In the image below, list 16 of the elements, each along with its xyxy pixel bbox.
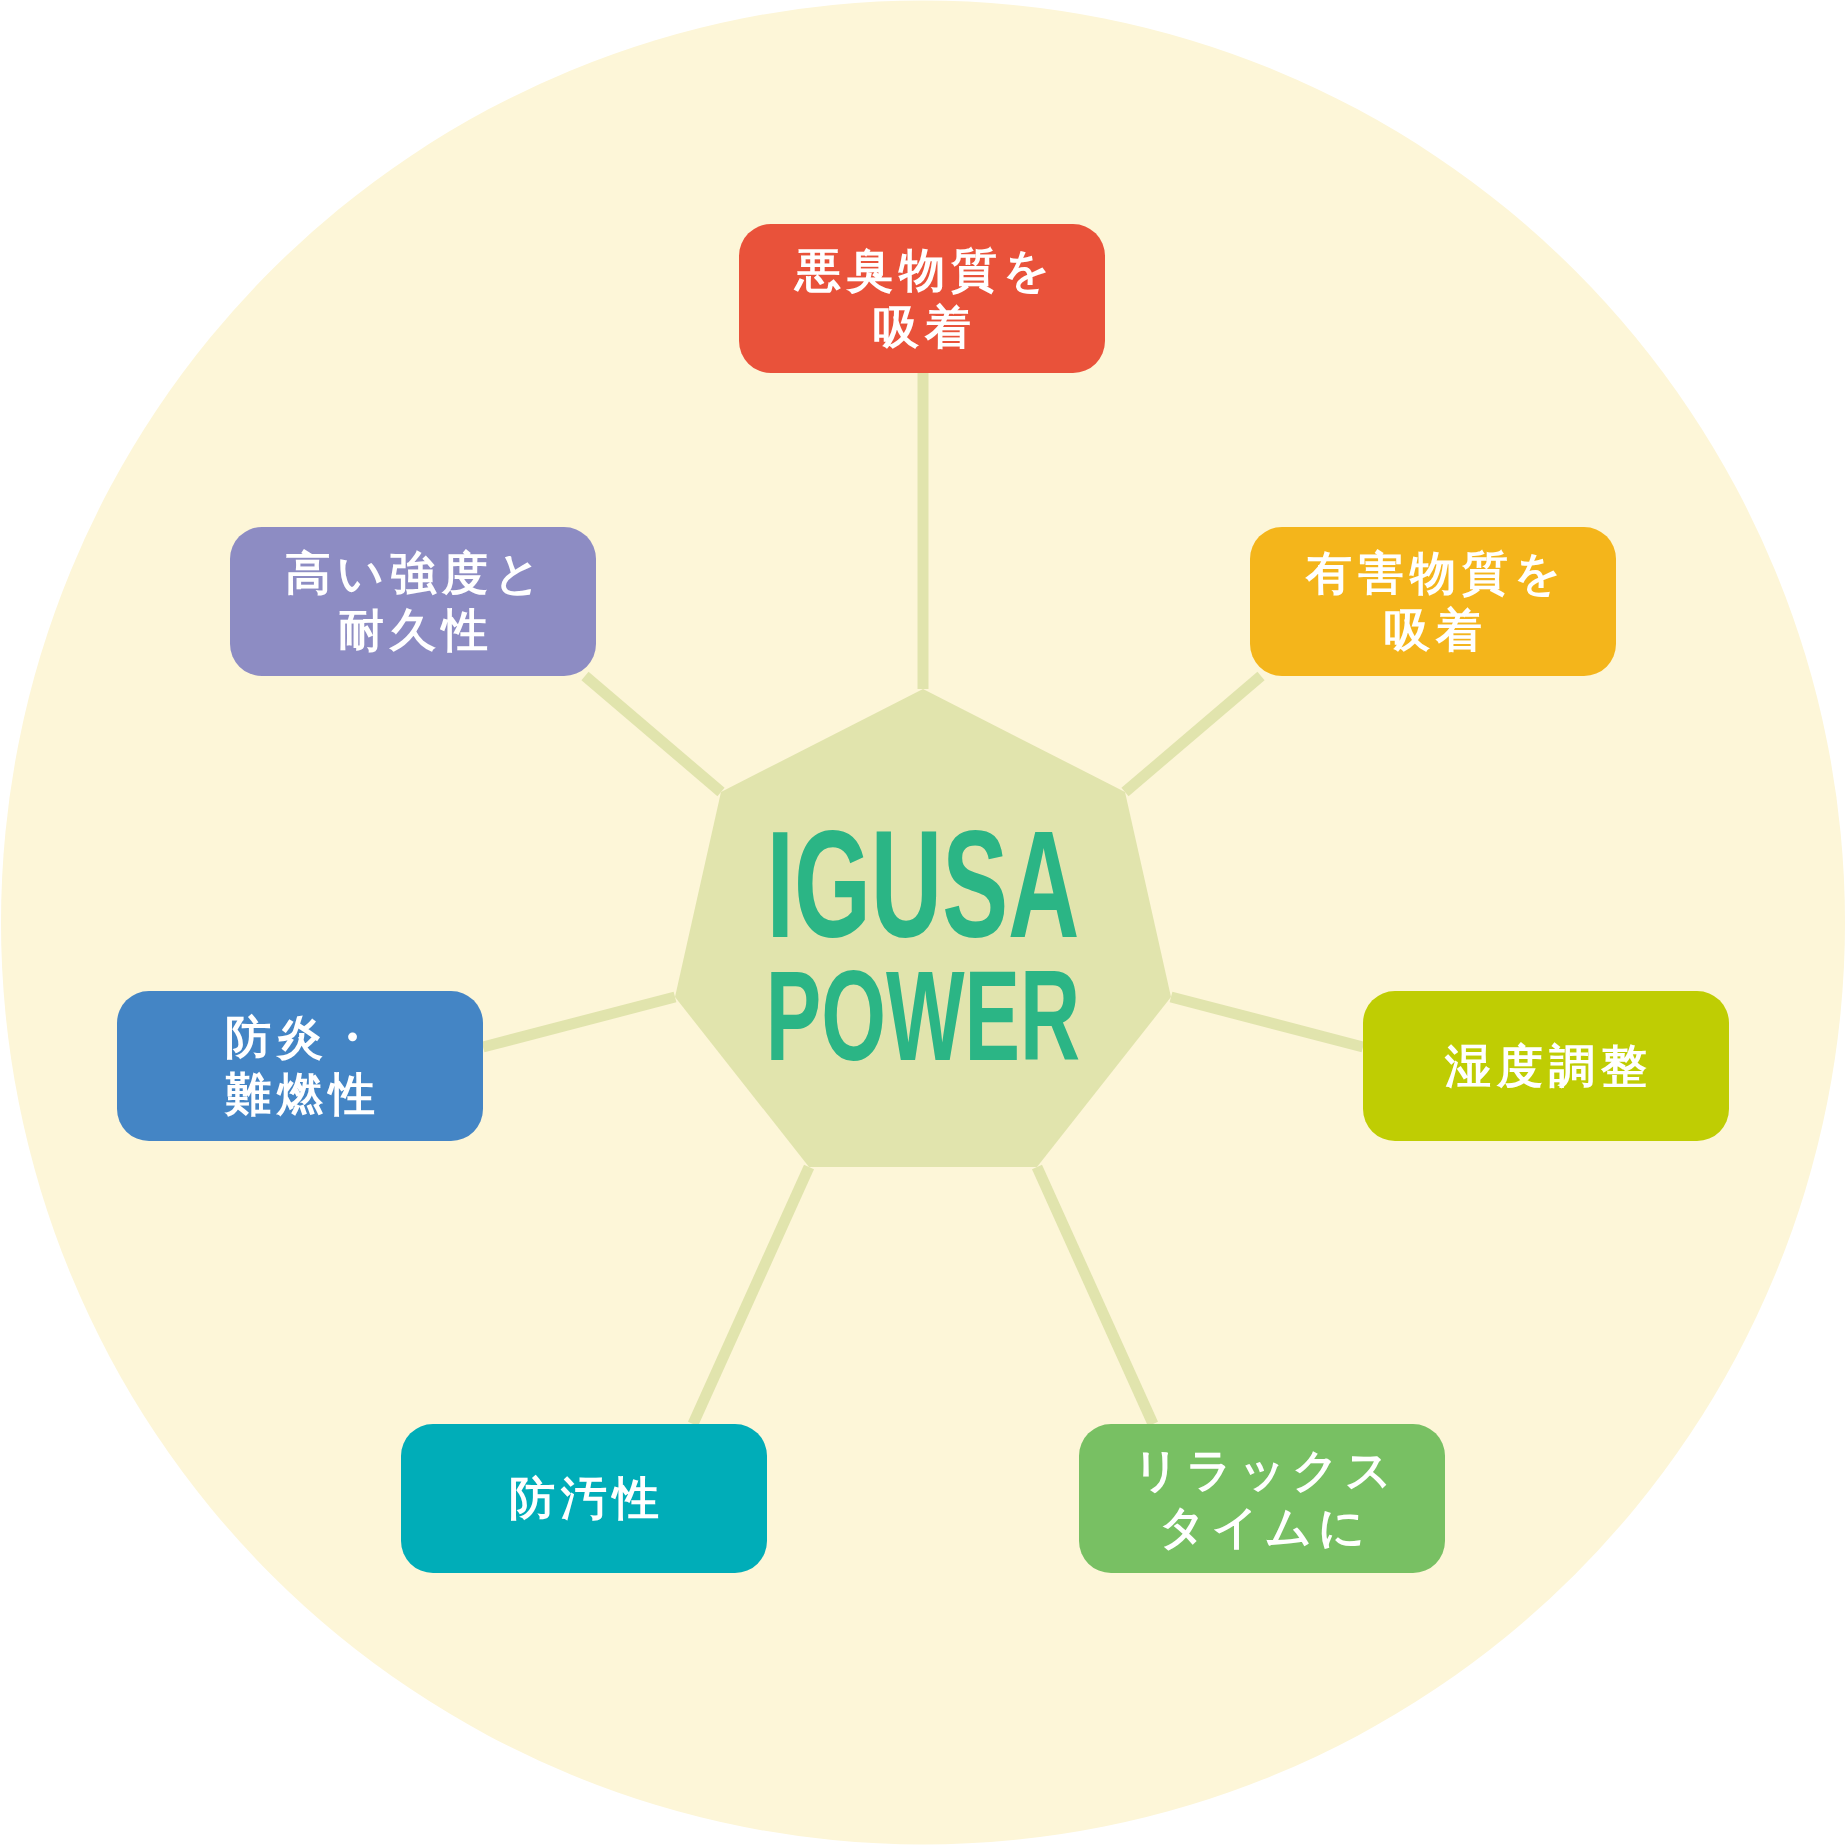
feature-box: 悪臭物質を吸着 [739, 224, 1105, 373]
connector-line [1169, 991, 1365, 1053]
feature-box: 高い強度と耐久性 [230, 527, 596, 676]
connector-line [688, 1164, 814, 1427]
feature-box: 防炎・難燃性 [117, 991, 483, 1141]
heptagon [675, 689, 1171, 1167]
feature-box: 防汚性 [401, 1424, 767, 1573]
feature-box: リラックスタイムに [1079, 1424, 1445, 1573]
connector-line [581, 671, 725, 797]
connector-line [481, 991, 677, 1053]
center-label: IGUSA POWER [764, 818, 1082, 1082]
connector-line [1032, 1164, 1158, 1427]
connector-line [1121, 671, 1265, 797]
feature-box: 湿度調整 [1363, 991, 1729, 1141]
feature-box: 有害物質を吸着 [1250, 527, 1616, 676]
connector-line [917, 373, 929, 689]
